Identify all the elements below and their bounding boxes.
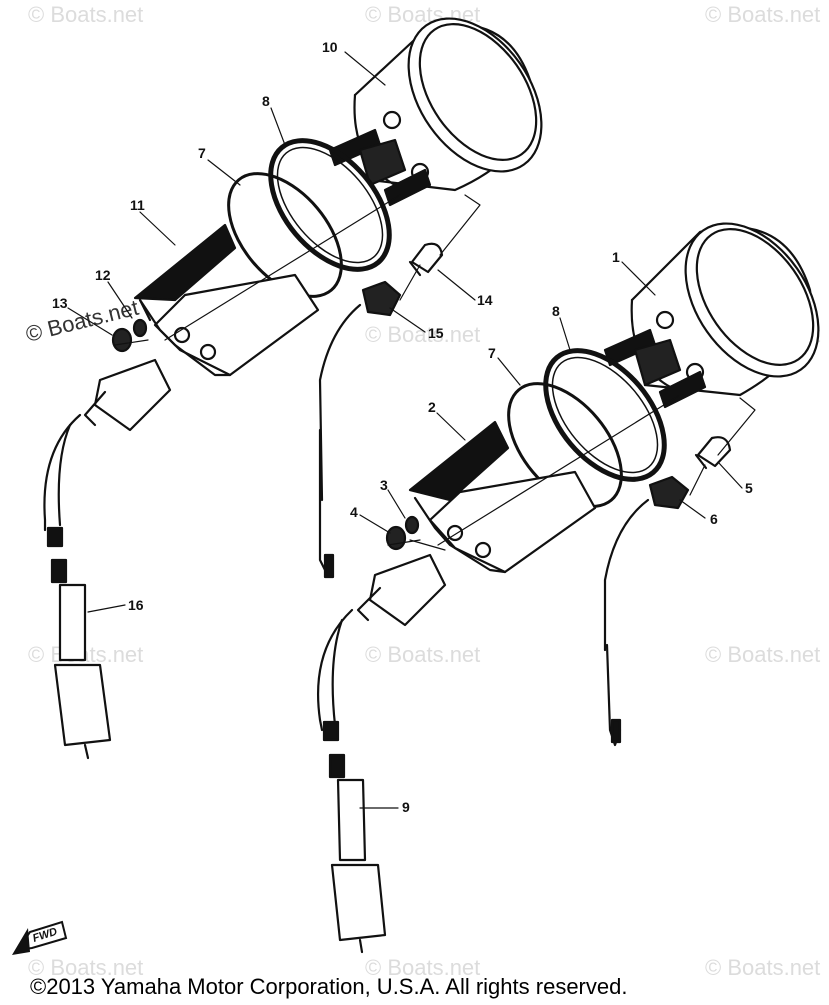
callouts: 10 8 7 11 12 13 14 15 1 8 7 2 3 4 5 6 9 … <box>52 39 753 815</box>
guide-lines-top <box>114 194 481 346</box>
bracket-2 <box>408 420 597 574</box>
ring-7-top <box>227 172 343 298</box>
callout-15: 15 <box>428 325 444 341</box>
callout-14: 14 <box>477 292 493 308</box>
ring-7-bottom <box>507 382 623 508</box>
socket-15 <box>318 280 402 579</box>
gasket-8-top <box>268 138 392 272</box>
callout-5: 5 <box>745 480 753 496</box>
callout-10: 10 <box>322 39 338 55</box>
leader-lines <box>67 51 743 809</box>
washer-12 <box>132 318 148 338</box>
nut-4 <box>385 525 407 551</box>
callout-7-bottom: 7 <box>488 345 496 361</box>
callout-2: 2 <box>428 399 436 415</box>
watermark: © Boats.net <box>705 2 820 27</box>
watermark: © Boats.net <box>365 322 480 347</box>
callout-9: 9 <box>402 799 410 815</box>
callout-8-bottom: 8 <box>552 303 560 319</box>
watermark: © Boats.net <box>365 955 480 980</box>
cable-16 <box>43 358 172 760</box>
bulb-14 <box>408 242 444 277</box>
gauge-10 <box>328 17 543 207</box>
callout-13: 13 <box>52 295 68 311</box>
bracket-11 <box>133 223 320 377</box>
gasket-8-bottom <box>543 348 667 482</box>
watermark: © Boats.net <box>705 642 820 667</box>
watermark: © Boats.net <box>365 642 480 667</box>
callout-1: 1 <box>612 249 620 265</box>
callout-4: 4 <box>350 504 358 520</box>
washer-3 <box>404 515 420 535</box>
cable-9 <box>317 553 447 954</box>
nut-13 <box>111 327 133 353</box>
watermark: © Boats.net <box>28 955 143 980</box>
watermark: © Boats.net <box>28 2 143 27</box>
callout-12: 12 <box>95 267 111 283</box>
callout-3: 3 <box>380 477 388 493</box>
socket-6 <box>603 475 690 747</box>
callout-8-top: 8 <box>262 93 270 109</box>
copyright-notice: ©2013 Yamaha Motor Corporation, U.S.A. A… <box>30 974 628 999</box>
bulb-5 <box>694 436 732 470</box>
callout-6: 6 <box>710 511 718 527</box>
gauge-1 <box>603 222 820 409</box>
guide-lines-bottom <box>387 394 756 551</box>
callout-16: 16 <box>128 597 144 613</box>
watermark: © Boats.net <box>705 955 820 980</box>
fwd-arrow-icon: FWD <box>12 920 68 955</box>
callout-11: 11 <box>130 197 145 213</box>
callout-7-top: 7 <box>198 145 206 161</box>
